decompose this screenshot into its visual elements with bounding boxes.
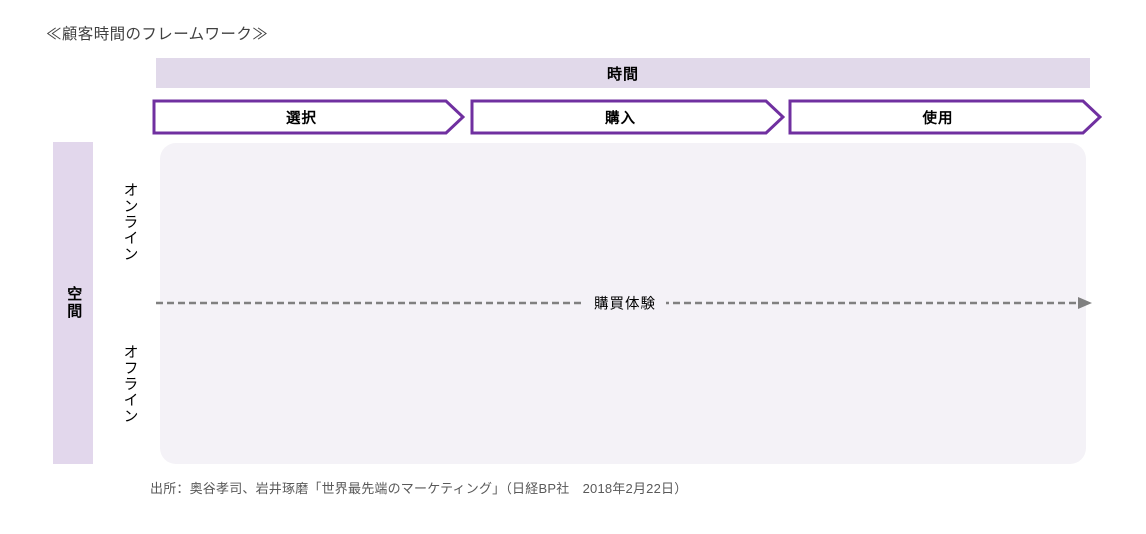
time-axis-header: 時間: [156, 58, 1090, 88]
stage-arrow-purchase[interactable]: 購入: [470, 99, 785, 135]
stage-arrow-row: 選択 購入 使用: [0, 99, 1146, 135]
space-axis-label: 空間: [65, 286, 83, 320]
time-axis-label: 時間: [606, 65, 639, 83]
space-segment-offline: オフライン: [113, 324, 147, 444]
stage-arrow-usage[interactable]: 使用: [788, 99, 1102, 135]
experience-axis-label: 購買体験: [584, 291, 666, 315]
source-note: 出所：奥谷孝司、岩井琢磨「世界最先端のマーケティング」（日経BP社 2018年2…: [150, 481, 688, 496]
space-segment-label: オフライン: [121, 344, 139, 424]
space-segment-online: オンライン: [113, 162, 147, 282]
stage-label: 購入: [605, 110, 636, 127]
stage-label: 選択: [286, 110, 317, 127]
chevron-arrow-icon: [152, 99, 465, 135]
stage-arrow-selection[interactable]: 選択: [152, 99, 465, 135]
space-segment-label: オンライン: [121, 182, 139, 262]
space-axis-header: 空間: [53, 142, 93, 464]
chevron-arrow-icon: [470, 99, 785, 135]
chevron-arrow-icon: [788, 99, 1102, 135]
arrow-right-icon: [156, 297, 1092, 309]
page-title: ≪顧客時間のフレームワーク≫: [46, 26, 269, 43]
stage-label: 使用: [922, 110, 954, 127]
experience-axis: 購買体験: [156, 291, 1094, 315]
